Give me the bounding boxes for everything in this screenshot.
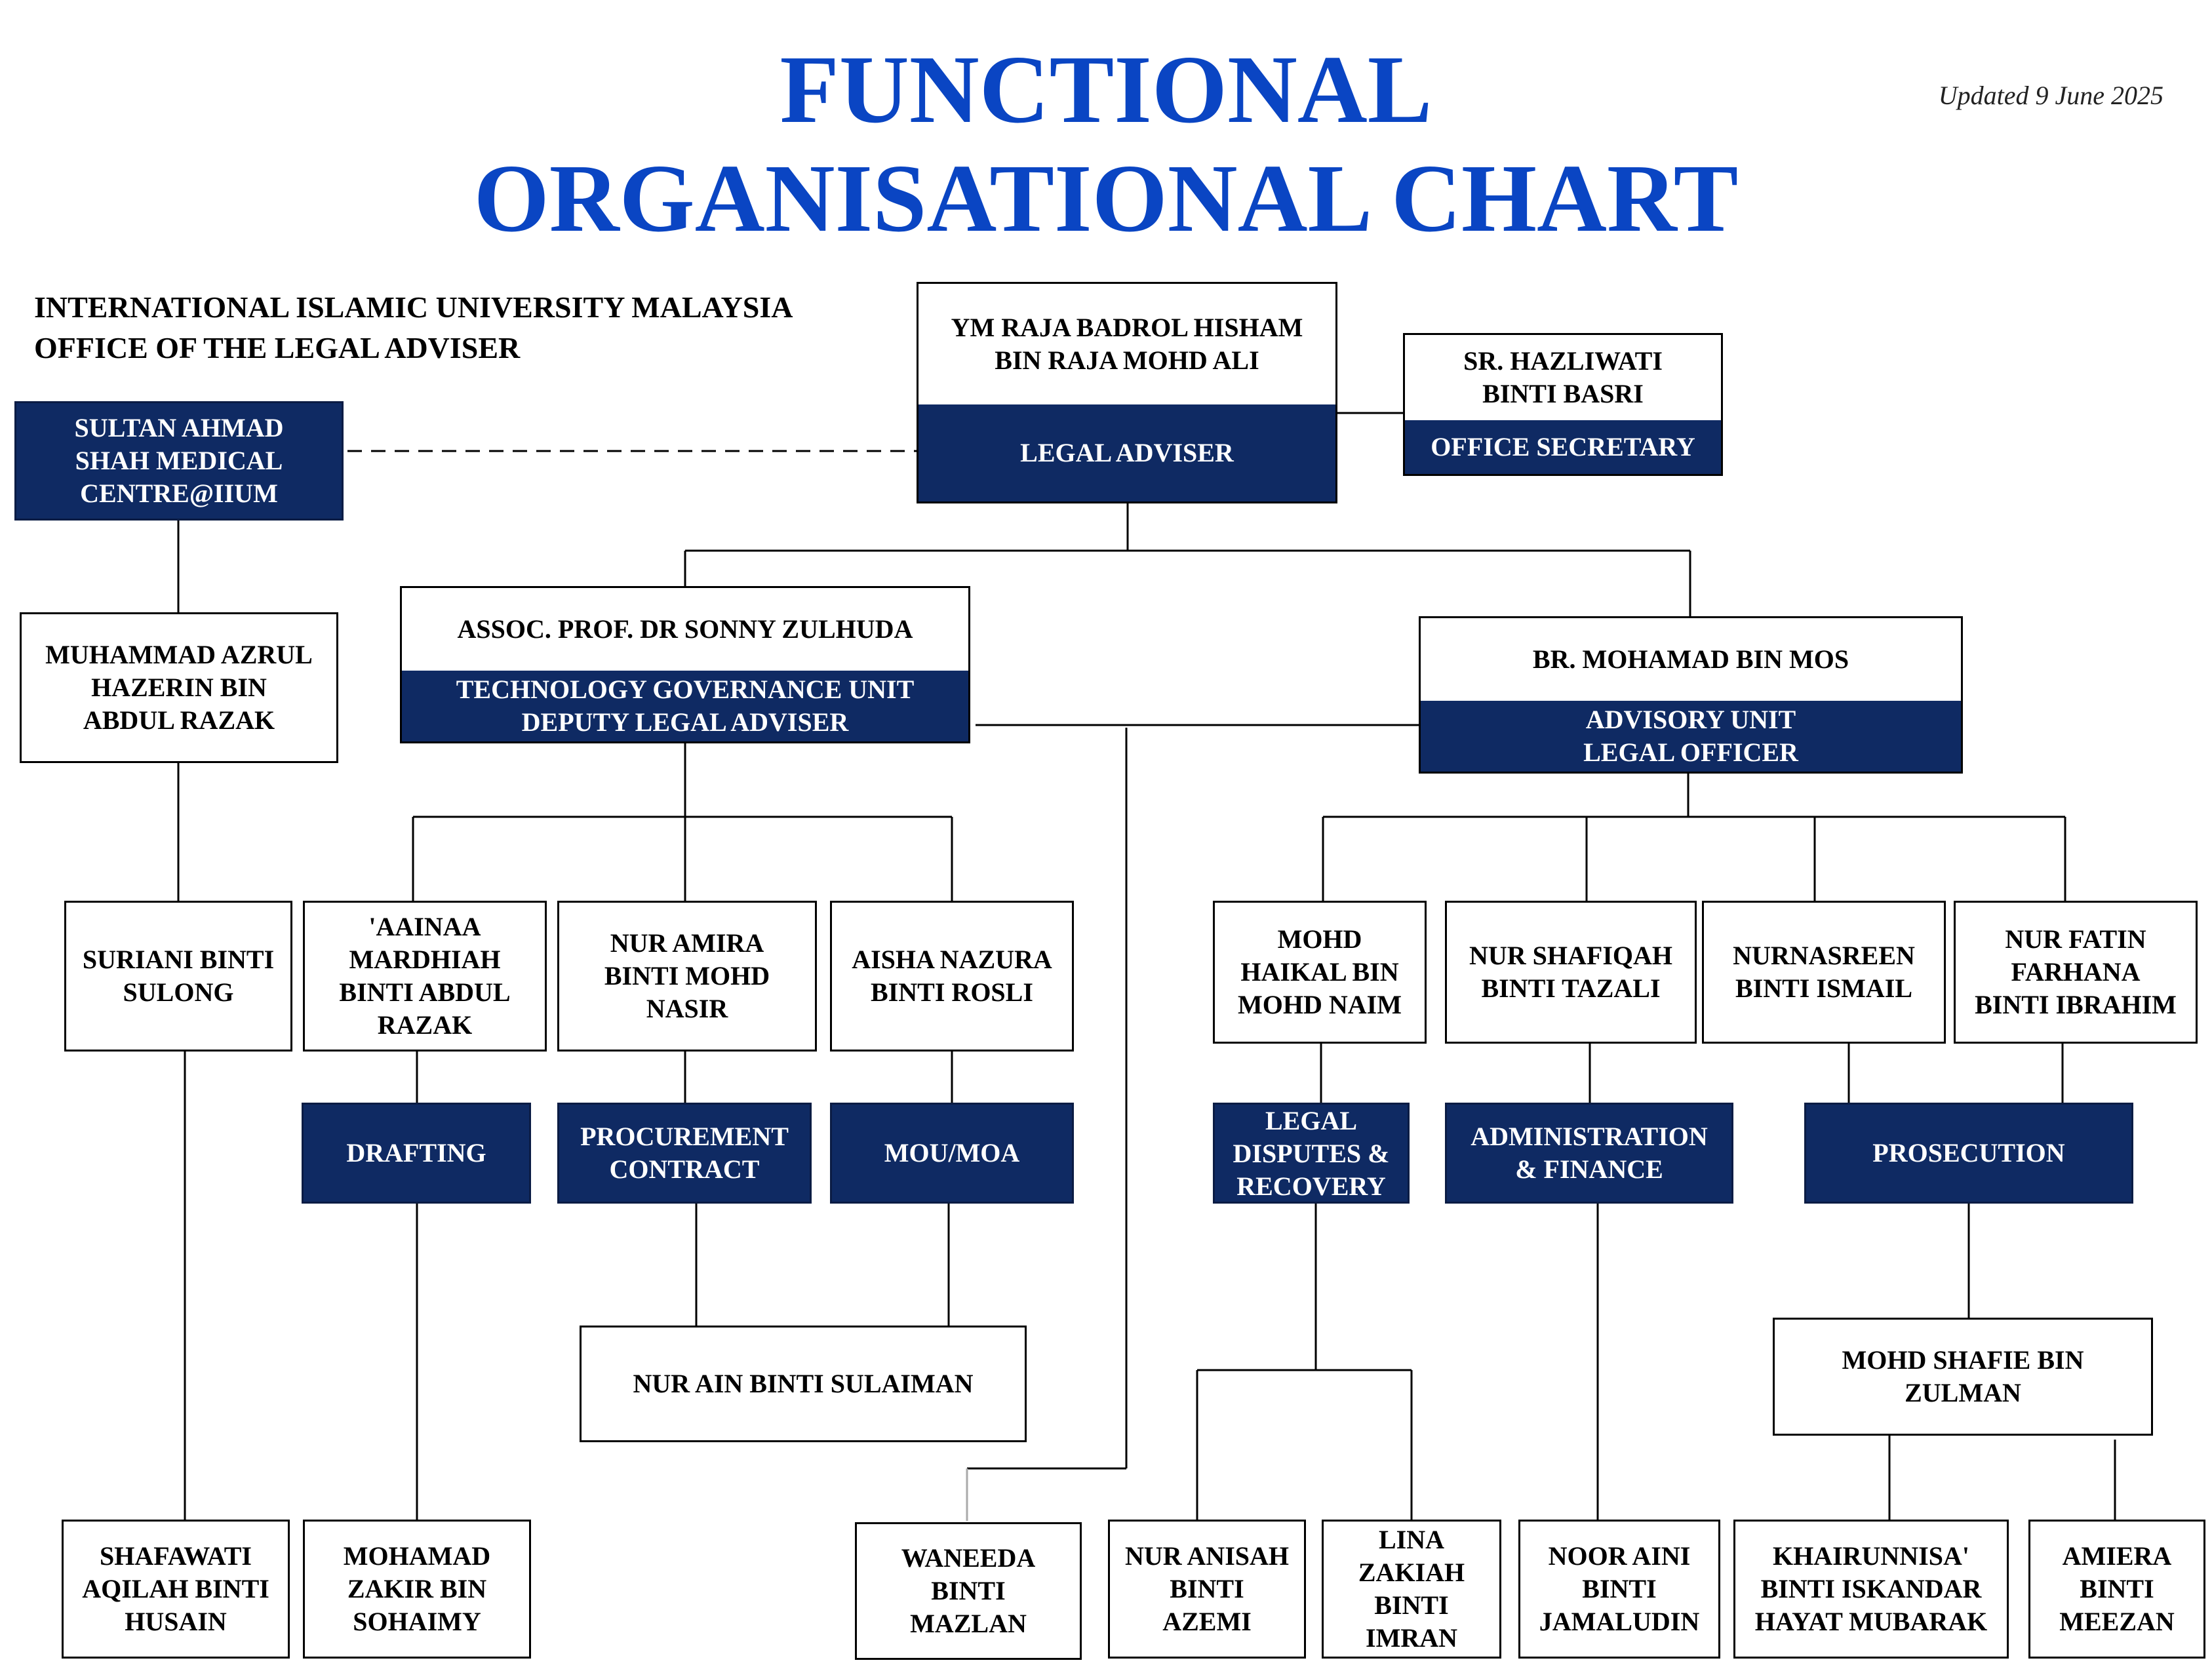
node-sonny: ASSOC. PROF. DR SONNY ZULHUDA TECHNOLOGY… <box>400 586 970 743</box>
node-medical-centre: SULTAN AHMAD SHAH MEDICAL CENTRE@IIUM <box>14 401 344 521</box>
nurain-name: NUR AIN BINTI SULAIMAN <box>633 1369 974 1398</box>
node-legal-adviser: YM RAJA BADROL HISHAM BIN RAJA MOHD ALI … <box>917 282 1337 503</box>
mos-name: BR. MOHAMAD BIN MOS <box>1532 644 1849 674</box>
admin-label: ADMINISTRATION & FINANCE <box>1471 1122 1708 1184</box>
node-amiera: AMIERA BINTI MEEZAN <box>2028 1520 2205 1659</box>
sonny-name: ASSOC. PROF. DR SONNY ZULHUDA <box>457 614 913 644</box>
function-procurement: PROCUREMENT CONTRACT <box>557 1103 812 1204</box>
khairunnisa-name: KHAIRUNNISA' BINTI ISKANDAR HAYAT MUBARA… <box>1754 1541 1988 1636</box>
anisah-name: NUR ANISAH BINTI AZEMI <box>1124 1541 1290 1636</box>
node-shafawati: SHAFAWATI AQILAH BINTI HUSAIN <box>62 1520 290 1659</box>
function-drafting: DRAFTING <box>302 1103 531 1204</box>
node-khairunnisa: KHAIRUNNISA' BINTI ISKANDAR HAYAT MUBARA… <box>1733 1520 2009 1659</box>
aainaa-name: 'AAINAA MARDHIAH BINTI ABDUL RAZAK <box>339 912 511 1040</box>
amira-name: NUR AMIRA BINTI MOHD NASIR <box>604 928 770 1023</box>
secretary-role: OFFICE SECRETARY <box>1405 420 1721 474</box>
mos-role: ADVISORY UNIT LEGAL OFFICER <box>1421 701 1961 772</box>
node-haikal: MOHD HAIKAL BIN MOHD NAIM <box>1213 901 1427 1044</box>
sonny-role: TECHNOLOGY GOVERNANCE UNIT DEPUTY LEGAL … <box>402 671 968 741</box>
shafiqah-name: NUR SHAFIQAH BINTI TAZALI <box>1469 941 1673 1003</box>
node-lina: LINA ZAKIAH BINTI IMRAN <box>1322 1520 1501 1659</box>
suriani-name: SURIANI BINTI SULONG <box>82 945 275 1007</box>
waneeda-name: WANEEDA BINTI MAZLAN <box>901 1543 1036 1638</box>
secretary-name: SR. HAZLIWATI BINTI BASRI <box>1463 346 1663 408</box>
function-disputes: LEGAL DISPUTES & RECOVERY <box>1213 1103 1410 1204</box>
node-aainaa: 'AAINAA MARDHIAH BINTI ABDUL RAZAK <box>303 901 547 1052</box>
disputes-label: LEGAL DISPUTES & RECOVERY <box>1233 1106 1390 1201</box>
node-azrul: MUHAMMAD AZRUL HAZERIN BIN ABDUL RAZAK <box>20 612 338 763</box>
medical-centre-label: SULTAN AHMAD SHAH MEDICAL CENTRE@IIUM <box>74 413 284 508</box>
function-prosecution: PROSECUTION <box>1804 1103 2133 1204</box>
legal-adviser-name: YM RAJA BADROL HISHAM BIN RAJA MOHD ALI <box>951 313 1303 375</box>
node-mos: BR. MOHAMAD BIN MOS ADVISORY UNIT LEGAL … <box>1419 616 1963 774</box>
nurnasreen-name: NURNASREEN BINTI ISMAIL <box>1733 941 1915 1003</box>
lina-name: LINA ZAKIAH BINTI IMRAN <box>1358 1525 1465 1653</box>
node-anisah: NUR ANISAH BINTI AZEMI <box>1108 1520 1306 1659</box>
shafawati-name: SHAFAWATI AQILAH BINTI HUSAIN <box>82 1541 269 1636</box>
function-mou: MOU/MOA <box>830 1103 1074 1204</box>
fatin-name: NUR FATIN FARHANA BINTI IBRAHIM <box>1975 924 2177 1019</box>
shafie-name: MOHD SHAFIE BIN ZULMAN <box>1842 1345 2084 1407</box>
aisha-name: AISHA NAZURA BINTI ROSLI <box>852 945 1052 1007</box>
node-shafie: MOHD SHAFIE BIN ZULMAN <box>1773 1318 2153 1436</box>
legal-adviser-role: LEGAL ADVISER <box>918 404 1335 501</box>
noor-aini-name: NOOR AINI BINTI JAMALUDIN <box>1539 1541 1700 1636</box>
office-name: OFFICE OF THE LEGAL ADVISER <box>34 331 521 364</box>
prosecution-label: PROSECUTION <box>1872 1138 2065 1168</box>
chart-title-line2: ORGANISATIONAL CHART <box>473 145 1739 252</box>
haikal-name: MOHD HAIKAL BIN MOHD NAIM <box>1238 924 1402 1019</box>
node-aisha: AISHA NAZURA BINTI ROSLI <box>830 901 1074 1052</box>
node-amira: NUR AMIRA BINTI MOHD NASIR <box>557 901 817 1052</box>
chart-title-line1: FUNCTIONAL <box>780 36 1432 144</box>
azrul-name: MUHAMMAD AZRUL HAZERIN BIN ABDUL RAZAK <box>45 640 313 735</box>
node-noor-aini: NOOR AINI BINTI JAMALUDIN <box>1518 1520 1720 1659</box>
node-nurnasreen: NURNASREEN BINTI ISMAIL <box>1702 901 1946 1044</box>
university-name: INTERNATIONAL ISLAMIC UNIVERSITY MALAYSI… <box>34 290 793 324</box>
mou-label: MOU/MOA <box>884 1138 1020 1168</box>
function-admin: ADMINISTRATION & FINANCE <box>1445 1103 1733 1204</box>
node-fatin: NUR FATIN FARHANA BINTI IBRAHIM <box>1954 901 2198 1044</box>
node-office-secretary: SR. HAZLIWATI BINTI BASRI OFFICE SECRETA… <box>1403 333 1723 476</box>
node-zakir: MOHAMAD ZAKIR BIN SOHAIMY <box>303 1520 531 1659</box>
node-waneeda: WANEEDA BINTI MAZLAN <box>855 1522 1082 1660</box>
node-suriani: SURIANI BINTI SULONG <box>64 901 292 1052</box>
drafting-label: DRAFTING <box>346 1138 486 1168</box>
amiera-name: AMIERA BINTI MEEZAN <box>2059 1541 2175 1636</box>
procurement-label: PROCUREMENT CONTRACT <box>580 1122 789 1184</box>
zakir-name: MOHAMAD ZAKIR BIN SOHAIMY <box>343 1541 491 1636</box>
node-shafiqah: NUR SHAFIQAH BINTI TAZALI <box>1445 901 1697 1044</box>
node-nurain: NUR AIN BINTI SULAIMAN <box>580 1326 1027 1442</box>
updated-date: Updated 9 June 2025 <box>1938 81 2163 110</box>
